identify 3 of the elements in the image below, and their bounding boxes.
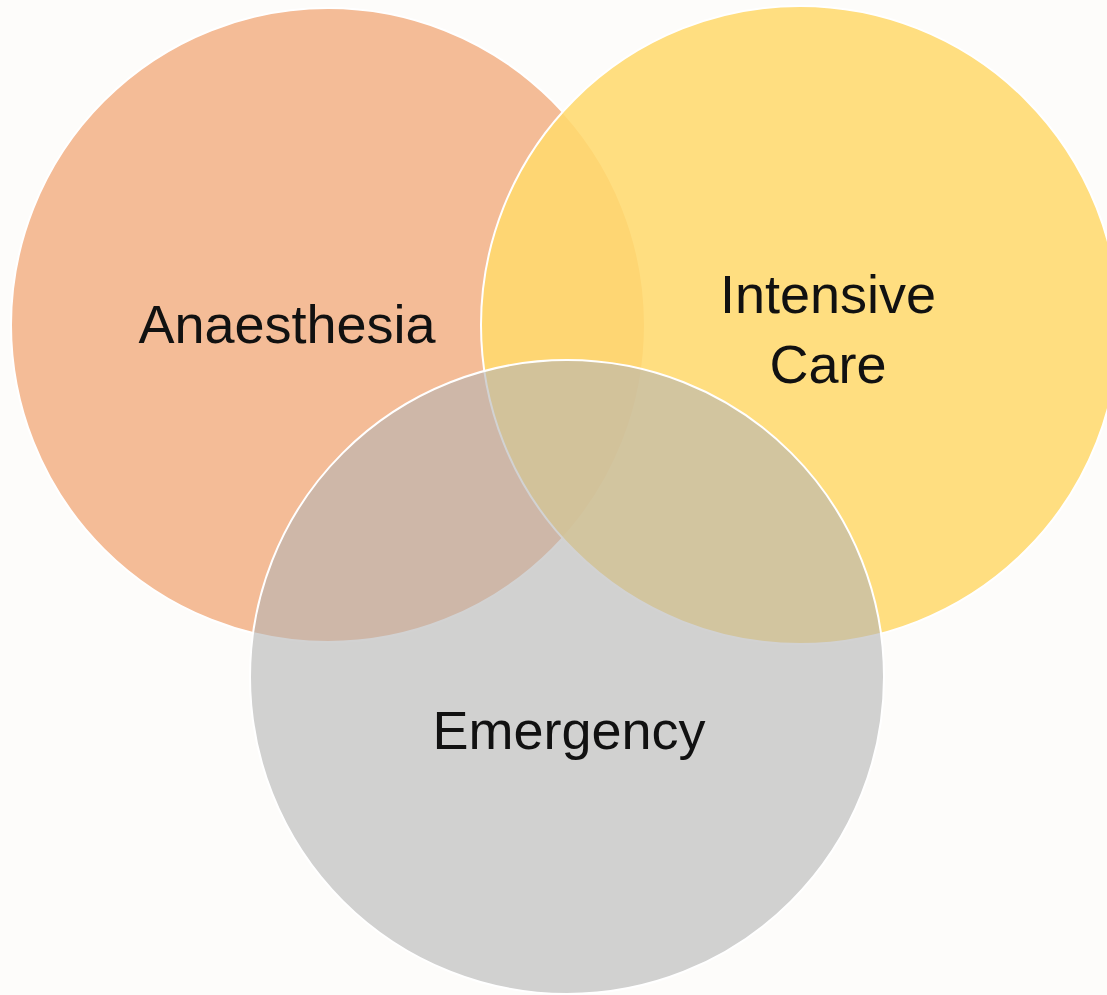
circle-label: Anaesthesia [137, 292, 437, 356]
circle-label: Emergency [431, 698, 707, 762]
circle-label: Intensive Care [718, 262, 938, 396]
